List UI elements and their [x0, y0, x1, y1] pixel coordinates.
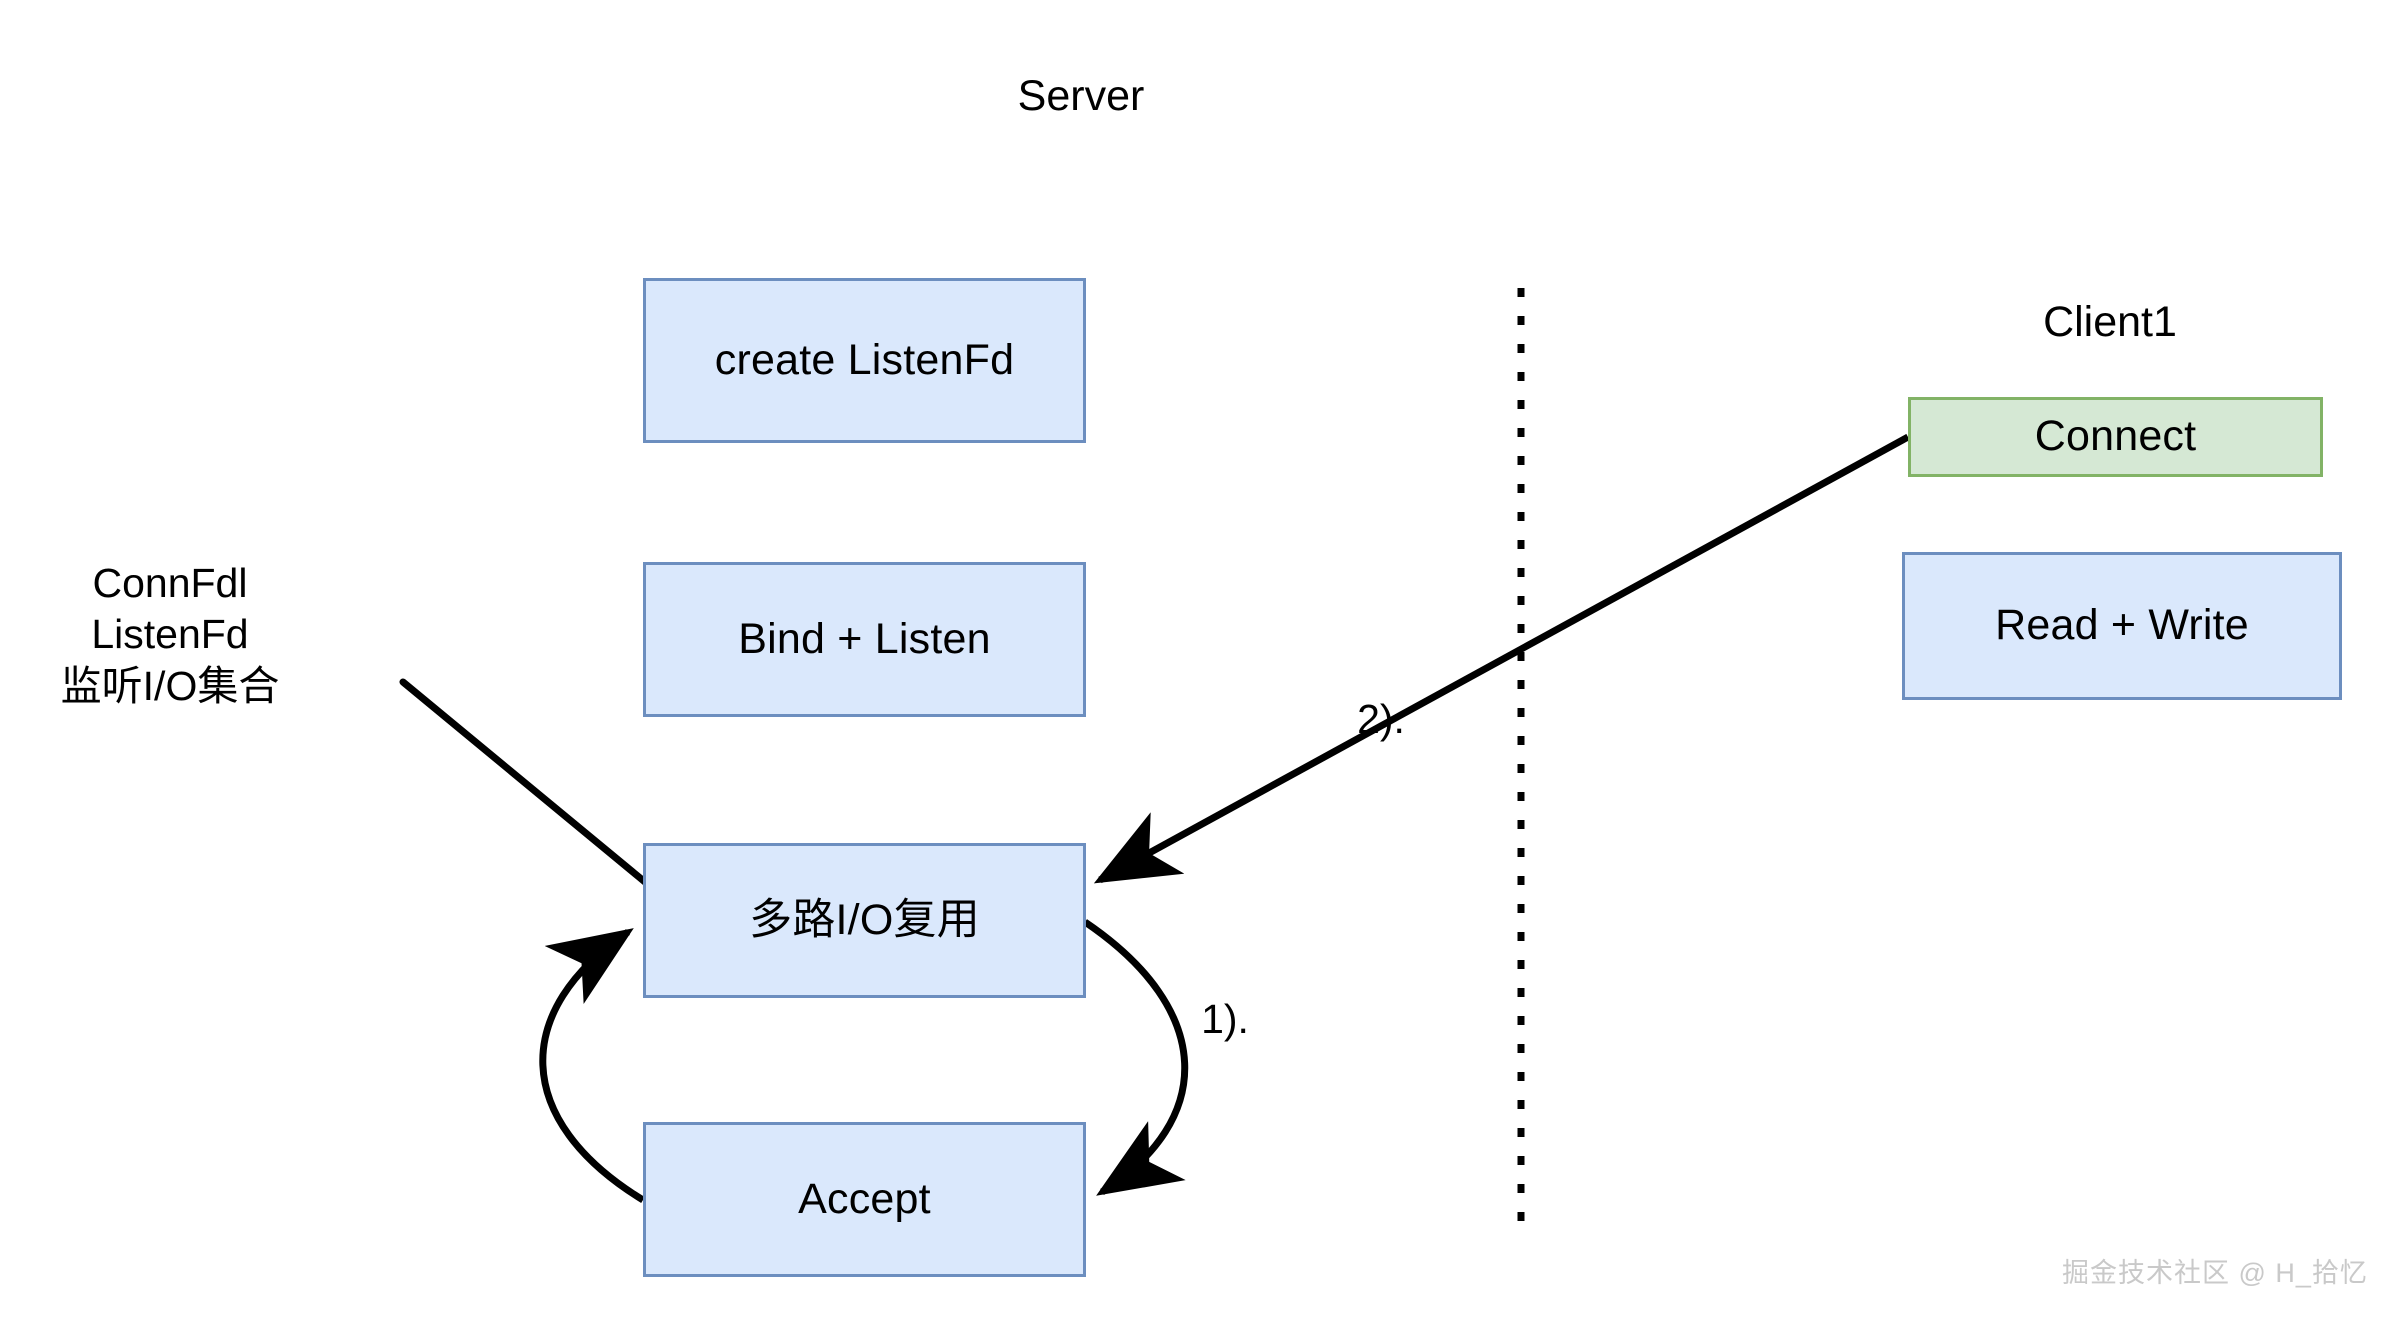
edge-note-to-io-multiplex	[399, 678, 649, 886]
node-bind-listen[interactable]: Bind + Listen	[643, 562, 1086, 717]
edge-label-step-1: 1).	[1201, 996, 1249, 1042]
node-accept[interactable]: Accept	[643, 1122, 1086, 1277]
edge-accept-to-io-multiplex	[539, 928, 645, 1203]
node-bind-listen-label: Bind + Listen	[738, 614, 991, 663]
node-read-write-label: Read + Write	[1995, 601, 2249, 650]
node-read-write[interactable]: Read + Write	[1902, 552, 2342, 700]
node-io-multiplex-label: 多路I/O复用	[749, 895, 980, 944]
edge-label-step-2: 2).	[1357, 696, 1405, 742]
node-accept-label: Accept	[798, 1174, 931, 1223]
server-title: Server	[1017, 72, 1145, 120]
node-create-listenfd[interactable]: create ListenFd	[643, 278, 1086, 443]
connfd-listenfd-note: ConnFdl ListenFd 监听I/O集合	[60, 560, 280, 709]
client-title: Client1	[2043, 298, 2177, 346]
node-io-multiplex[interactable]: 多路I/O复用	[643, 843, 1086, 998]
node-connect[interactable]: Connect	[1908, 397, 2323, 477]
edge-connect-to-io-multiplex	[1093, 433, 1910, 884]
node-connect-label: Connect	[2034, 412, 2197, 461]
node-create-listenfd-label: create ListenFd	[714, 335, 1015, 384]
watermark: 掘金技术社区 @ H_拾忆	[2062, 1258, 2368, 1288]
edge-io-multiplex-to-accept	[1083, 919, 1189, 1196]
